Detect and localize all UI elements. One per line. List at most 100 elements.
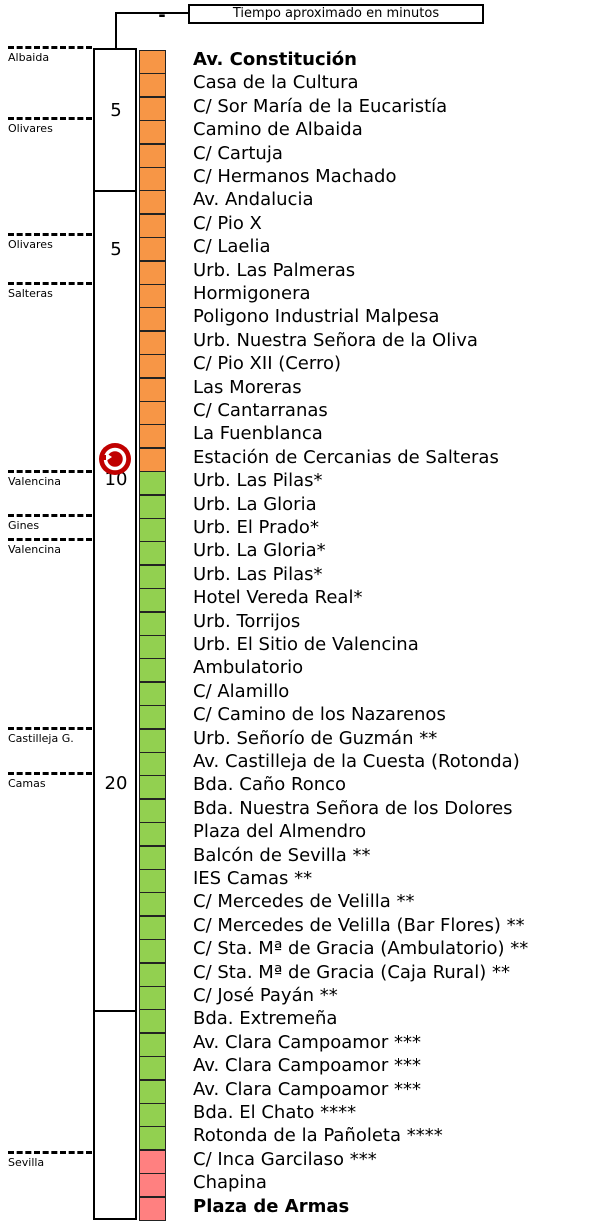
stop-marker — [139, 1103, 166, 1127]
stop-name: C/ Cartuja — [193, 142, 283, 164]
stop-marker — [139, 798, 166, 823]
zone-divider — [8, 772, 92, 775]
stop-marker — [139, 96, 166, 121]
zone-divider — [8, 282, 92, 285]
stop-marker — [139, 424, 166, 449]
stop-name: C/ José Payán ** — [193, 985, 338, 1006]
stop-name: Casa de la Cultura — [193, 72, 359, 94]
stop-marker — [139, 494, 166, 519]
stop-name: Urb. El Sitio de Valencina — [193, 634, 419, 655]
stop-name: C/ Sta. Mª de Gracia (Caja Rural) ** — [193, 961, 510, 983]
stop-name: Chapina — [193, 1172, 267, 1194]
stop-name: Las Moreras — [193, 376, 302, 398]
stop-marker — [139, 681, 166, 706]
stop-marker — [139, 50, 166, 74]
stop-marker — [139, 401, 166, 425]
stop-name: Av. Clara Campoamor *** — [193, 1031, 421, 1053]
stop-name: Poligono Industrial Malpesa — [193, 306, 440, 328]
legend-connector-horizontal — [117, 12, 189, 14]
zone-divider — [8, 1151, 92, 1154]
stop-name: C/ Alamillo — [193, 680, 290, 702]
stop-name: Camino de Albaida — [193, 119, 363, 141]
stop-name: C/ Mercedes de Velilla ** — [193, 891, 415, 913]
stop-marker — [139, 1149, 166, 1174]
stop-name: Urb. Las Pilas* — [193, 563, 323, 585]
stop-marker — [139, 588, 166, 613]
stop-marker — [139, 939, 166, 964]
stop-marker — [139, 120, 166, 145]
stop-name: La Fuenblanca — [193, 423, 323, 445]
stop-marker — [139, 354, 166, 379]
stop-name: Av. Clara Campoamor *** — [193, 1078, 421, 1100]
stop-marker — [139, 167, 166, 191]
stop-name: Bda. Nuestra Señora de los Dolores — [193, 797, 513, 819]
zone-label: Camas — [8, 777, 46, 790]
stop-name: Av. Castilleja de la Cuesta (Rotonda) — [193, 751, 520, 772]
stop-marker — [139, 190, 166, 215]
zone-divider — [8, 538, 92, 541]
stop-marker — [139, 1173, 166, 1198]
stop-marker — [139, 892, 166, 917]
stop-name: C/ Pio XII (Cerro) — [193, 353, 342, 375]
stop-name: Estación de Cercanias de Salteras — [193, 446, 499, 468]
stop-name: Balcón de Sevilla ** — [193, 844, 371, 866]
stop-marker — [139, 986, 166, 1010]
stop-marker — [139, 541, 166, 566]
stop-name: C/ Hermanos Machado — [193, 166, 397, 187]
stop-name: C/ Laelia — [193, 236, 271, 258]
stop-marker — [139, 330, 166, 355]
stop-marker — [139, 869, 166, 893]
stop-name: C/ Sta. Mª de Gracia (Ambulatorio) ** — [193, 938, 529, 960]
stop-marker — [139, 1009, 166, 1034]
stop-marker — [139, 564, 166, 589]
zone-divider — [8, 470, 92, 473]
stop-marker — [139, 915, 166, 940]
stop-marker — [139, 213, 166, 238]
stop-name: Urb. La Gloria — [193, 493, 317, 515]
stop-name: Hotel Vereda Real* — [193, 587, 363, 609]
legend-marker: - — [158, 5, 166, 26]
stop-marker — [139, 658, 166, 683]
stop-marker — [139, 752, 166, 776]
zone-divider — [8, 514, 92, 517]
zone-label: Valencina — [8, 543, 62, 556]
stop-marker — [139, 307, 166, 332]
time-block-label: 20 — [104, 773, 128, 794]
zone-divider — [8, 727, 92, 730]
stop-name: C/ Cantarranas — [193, 400, 328, 421]
zone-divider — [8, 117, 92, 120]
zone-label: Gines — [8, 519, 40, 532]
stop-name: Urb. Las Pilas* — [193, 470, 323, 492]
zone-label: Sevilla — [8, 1156, 45, 1169]
stop-name: C/ Mercedes de Velilla (Bar Flores) ** — [193, 914, 525, 936]
stop-name: C/ Camino de los Nazarenos — [193, 704, 446, 726]
stop-name: C/ Sor María de la Eucaristía — [193, 95, 448, 117]
zone-label: Castilleja G. — [8, 732, 74, 745]
train-station-icon — [99, 443, 131, 475]
stop-marker — [139, 728, 166, 753]
stop-marker — [139, 845, 166, 870]
stop-name: Bda. Caño Ronco — [193, 774, 347, 796]
stop-marker — [139, 962, 166, 987]
stop-name: Plaza del Almendro — [193, 821, 367, 843]
stop-marker — [139, 143, 166, 168]
zone-label: Olivares — [8, 122, 53, 135]
stop-marker — [139, 237, 166, 262]
stop-name: C/ Pio X — [193, 212, 262, 234]
stop-marker — [139, 471, 166, 496]
stop-name: Rotonda de la Pañoleta **** — [193, 1125, 443, 1147]
stop-marker — [139, 260, 166, 285]
stop-marker — [139, 775, 166, 800]
stop-marker — [139, 1079, 166, 1104]
legend-connector-vertical — [115, 12, 117, 48]
stop-name: Av. Clara Campoamor *** — [193, 1055, 421, 1077]
stop-marker — [139, 1126, 166, 1151]
stop-marker — [139, 377, 166, 402]
stop-name: Urb. Nuestra Señora de la Oliva — [193, 329, 478, 351]
zone-label: Valencina — [8, 475, 62, 488]
stop-name: Urb. Señorío de Guzmán ** — [193, 727, 438, 749]
stop-marker — [139, 1196, 166, 1221]
stop-name: Ambulatorio — [193, 657, 304, 679]
stop-marker — [139, 284, 166, 308]
